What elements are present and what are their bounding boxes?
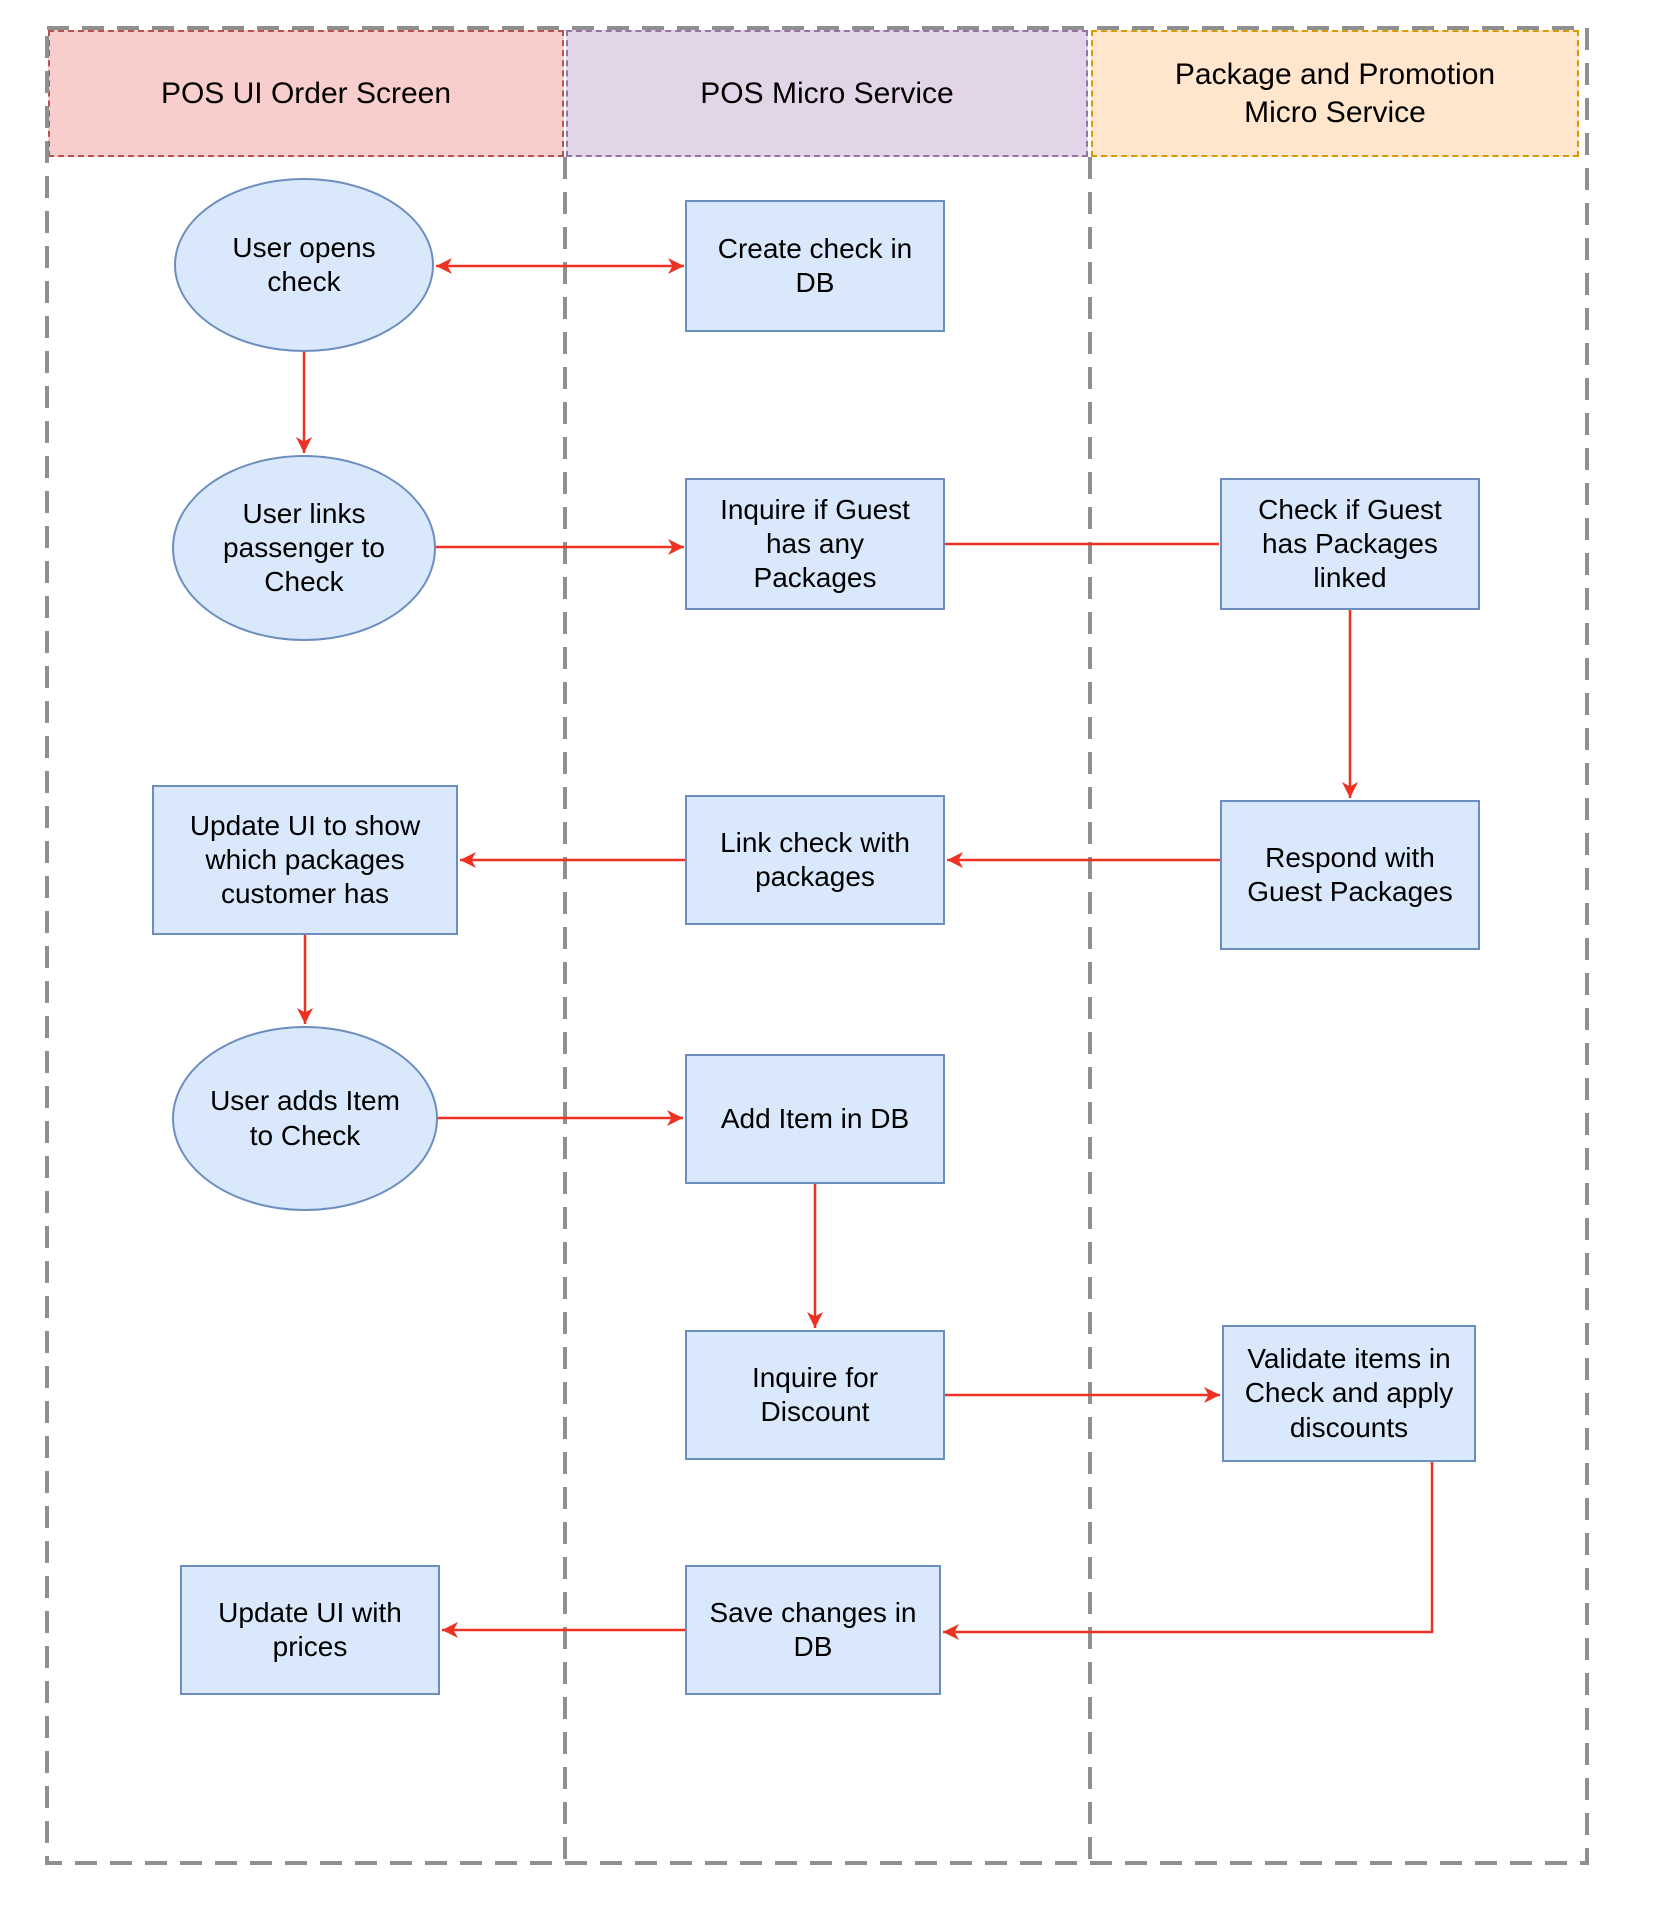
- node-label: Respond with Guest Packages: [1247, 841, 1453, 907]
- node-add-item: Add Item in DB: [685, 1054, 945, 1184]
- node-validate-items: Validate items in Check and apply discou…: [1222, 1325, 1476, 1462]
- node-user-opens-check: User opens check: [174, 178, 434, 352]
- node-label: Check if Guest has Packages linked: [1258, 493, 1442, 594]
- node-link-check: Link check with packages: [685, 795, 945, 925]
- node-label: User adds Item to Check: [210, 1085, 400, 1151]
- lane-header-pos-ui-order-screen: POS UI Order Screen: [48, 30, 564, 157]
- node-label: Inquire if Guest has any Packages: [720, 493, 910, 594]
- node-label: Link check with packages: [720, 826, 910, 892]
- node-check-guest-packages: Check if Guest has Packages linked: [1220, 478, 1480, 610]
- edge-validate-items-save-changes: [943, 1462, 1434, 1640]
- node-label: Update UI with prices: [218, 1596, 402, 1662]
- node-label: Save changes in DB: [709, 1596, 917, 1662]
- node-label: Inquire for Discount: [751, 1361, 879, 1427]
- lane-header-pos-micro-service: POS Micro Service: [566, 30, 1088, 157]
- node-label: Update UI to show which packages custome…: [189, 809, 421, 910]
- node-inquire-packages: Inquire if Guest has any Packages: [685, 478, 945, 610]
- lane-header-package-promotion-micro-service: Package and Promotion Micro Service: [1091, 30, 1579, 157]
- node-user-links-passenger: User links passenger to Check: [172, 455, 436, 641]
- lane-title: POS UI Order Screen: [160, 76, 452, 110]
- node-update-ui-prices: Update UI with prices: [180, 1565, 440, 1695]
- lane-title: Package and Promotion Micro Service: [1174, 58, 1496, 129]
- node-inquire-discount: Inquire for Discount: [685, 1330, 945, 1460]
- node-save-changes: Save changes in DB: [685, 1565, 941, 1695]
- node-label: User links passenger to Check: [223, 497, 385, 598]
- lane-title: POS Micro Service: [700, 76, 954, 110]
- node-create-check: Create check in DB: [685, 200, 945, 332]
- node-user-adds-item: User adds Item to Check: [172, 1026, 438, 1211]
- node-respond-packages: Respond with Guest Packages: [1220, 800, 1480, 950]
- node-label: Validate items in Check and apply discou…: [1244, 1343, 1454, 1443]
- node-label: Add Item in DB: [720, 1102, 910, 1134]
- node-update-ui-packages: Update UI to show which packages custome…: [152, 785, 458, 935]
- node-label: User opens check: [232, 231, 376, 297]
- node-label: Create check in DB: [717, 232, 913, 298]
